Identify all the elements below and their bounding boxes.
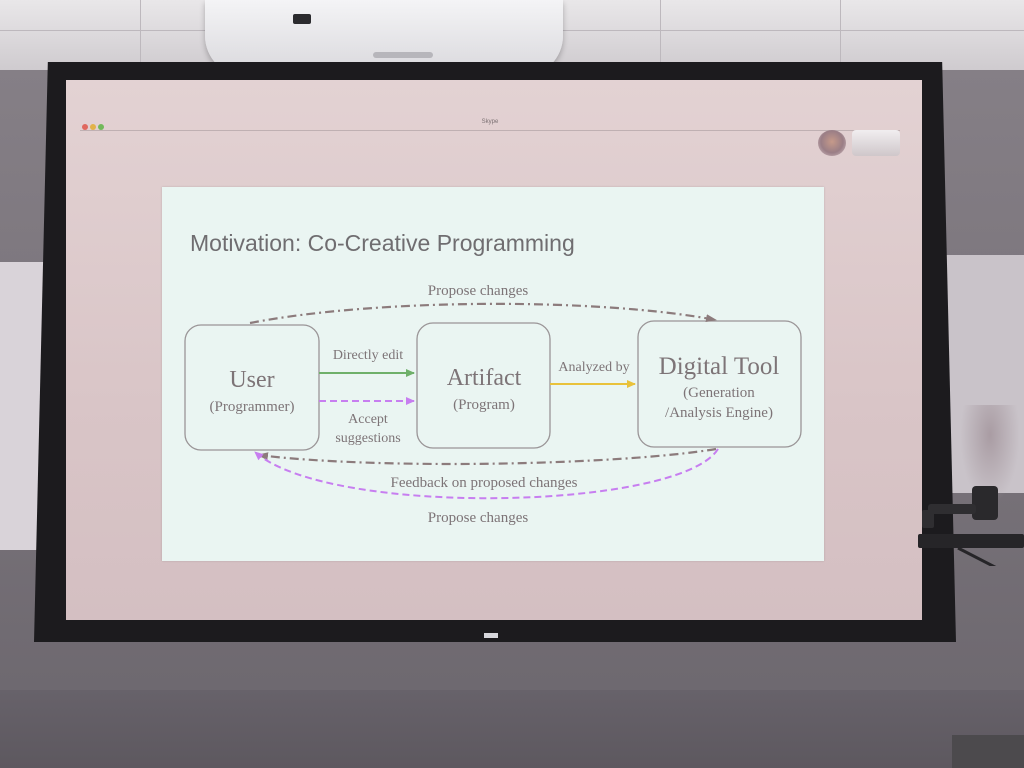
participant-avatar[interactable] bbox=[818, 130, 846, 156]
user-sublabel: (Programmer) bbox=[210, 399, 295, 415]
artifact-sublabel: (Program) bbox=[453, 397, 515, 413]
user-label: User bbox=[229, 367, 274, 393]
digital-tool-node bbox=[637, 320, 802, 448]
feedback-arrow bbox=[257, 447, 717, 466]
video-call-window-bar bbox=[80, 116, 900, 131]
projector-lens bbox=[293, 14, 311, 24]
window-maximize-icon[interactable] bbox=[98, 124, 104, 130]
digital-tool-label: Digital Tool bbox=[659, 353, 780, 380]
accept-label-line1: Accept bbox=[348, 412, 388, 427]
analyzed-by-label: Analyzed by bbox=[558, 360, 629, 375]
accept-label-line2: suggestions bbox=[335, 431, 400, 446]
directly-edit-label: Directly edit bbox=[333, 348, 403, 363]
digital-tool-sublabel-line1: (Generation bbox=[683, 385, 755, 401]
window-minimize-icon[interactable] bbox=[90, 124, 96, 130]
feedback-label: Feedback on proposed changes bbox=[390, 475, 577, 491]
slide-title: Motivation: Co-Creative Programming bbox=[190, 230, 575, 256]
participant-video-thumbnail[interactable] bbox=[852, 130, 900, 156]
window-close-icon[interactable] bbox=[82, 124, 88, 130]
digital-tool-sublabel-line2: /Analysis Engine) bbox=[665, 405, 773, 421]
top-propose-arrow bbox=[249, 302, 717, 325]
artifact-node bbox=[416, 322, 551, 449]
artifact-label: Artifact bbox=[447, 365, 522, 391]
desk-corner bbox=[952, 735, 1024, 768]
window-title: Skype bbox=[481, 119, 499, 125]
projector-vent bbox=[373, 52, 433, 58]
bottom-propose-label: Propose changes bbox=[428, 510, 529, 526]
document-camera-icon bbox=[918, 486, 1024, 566]
bottom-propose-arrow bbox=[254, 448, 719, 500]
top-propose-label: Propose changes bbox=[428, 283, 529, 299]
screen-brand-label bbox=[484, 633, 498, 638]
user-node bbox=[184, 324, 320, 451]
lower-wall bbox=[0, 690, 1024, 768]
